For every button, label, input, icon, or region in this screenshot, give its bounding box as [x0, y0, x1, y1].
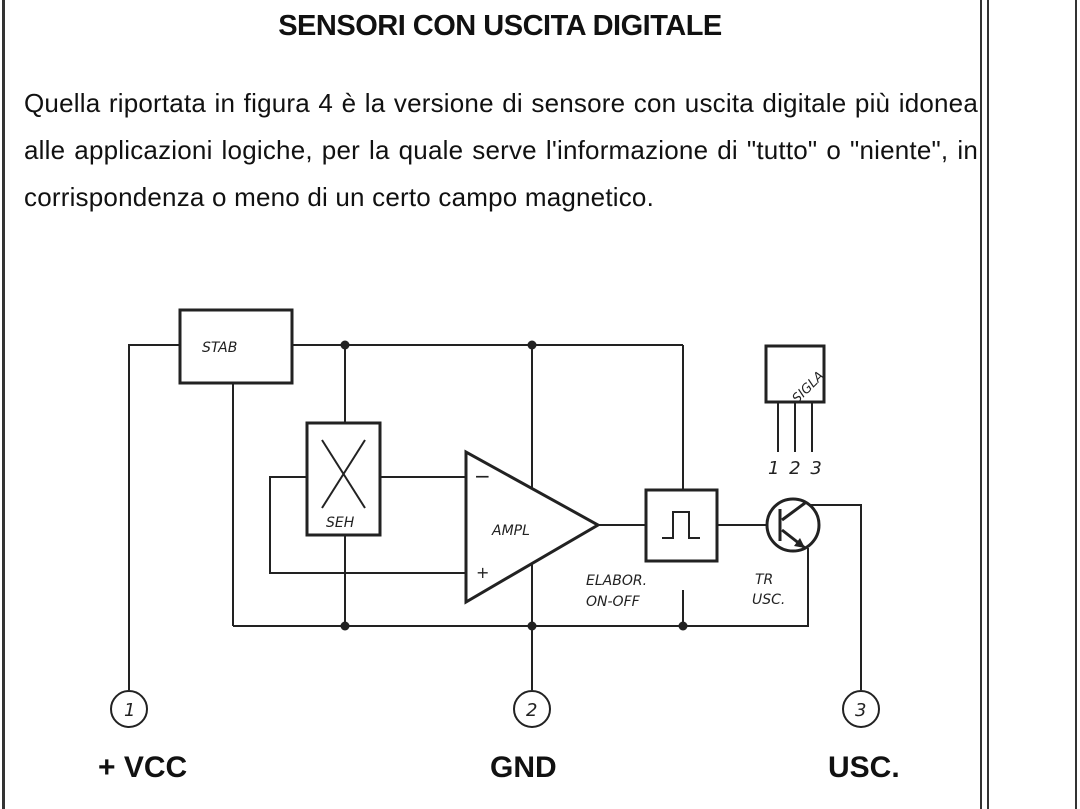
seh-block: SEH	[305, 421, 382, 537]
side-frame	[987, 0, 1077, 809]
pin-1: 1 + VCC	[98, 690, 187, 784]
ampl-label: AMPL	[491, 523, 530, 539]
stab-label: STAB	[202, 340, 237, 356]
elabor-label-line2: ON-OFF	[586, 594, 641, 610]
output-transistor: TR USC.	[752, 497, 821, 608]
tr-label-line1: TR	[755, 572, 773, 588]
pin-3-label: USC.	[828, 751, 900, 784]
description-paragraph: Quella riportata in figura 4 è la versio…	[24, 88, 978, 212]
amplifier-triangle: − + AMPL	[464, 449, 602, 605]
pin-3: 3 USC.	[828, 690, 900, 784]
content-frame	[2, 0, 982, 809]
junctions	[340, 340, 688, 631]
seh-label: SEH	[326, 515, 355, 531]
pin-2: 2 GND	[490, 690, 557, 784]
pin-2-number: 2	[526, 700, 537, 721]
amp-plus-label: +	[476, 563, 489, 582]
elabor-label-line1: ELABOR.	[586, 573, 647, 589]
pin-1-label: + VCC	[98, 751, 187, 784]
wires	[128, 344, 862, 690]
amp-minus-label: −	[474, 464, 491, 488]
sensor-package: SIGLA 1 2 3	[764, 344, 827, 479]
tr-label-line2: USC.	[752, 592, 785, 608]
elabor-block: ELABOR. ON-OFF	[586, 488, 719, 610]
page-title: SENSORI CON USCITA DIGITALE	[278, 10, 722, 42]
stab-block: STAB	[178, 308, 294, 385]
pin-2-label: GND	[490, 751, 557, 784]
pin-3-number: 3	[855, 700, 866, 721]
package-pin-numbers: 1 2 3	[768, 458, 824, 479]
pin-1-number: 1	[124, 700, 135, 721]
